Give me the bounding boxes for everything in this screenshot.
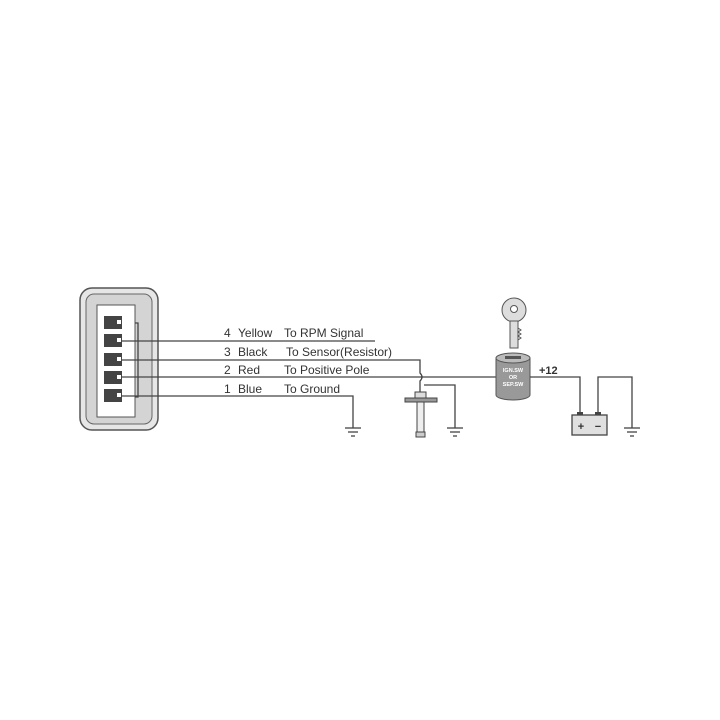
wire-label-4: 4 Yellow To RPM Signal [224, 326, 363, 340]
wire-color: Black [238, 345, 268, 359]
wire-color: Yellow [238, 326, 273, 340]
wire-label-3: 3 Black To Sensor(Resistor) [224, 345, 392, 359]
gauge-connector [79, 287, 159, 431]
key-icon [501, 297, 527, 349]
wire-color: Blue [238, 382, 262, 396]
wire-label-1: 1 Blue To Ground [224, 382, 340, 396]
pin-number: 2 [224, 363, 231, 377]
sensor-icon [404, 391, 438, 438]
switch-label-line2: OR [509, 375, 517, 381]
wire-destination: To Positive Pole [284, 363, 370, 377]
wire-destination: To Ground [284, 382, 340, 396]
pin-number: 4 [224, 326, 231, 340]
wire-color: Red [238, 363, 260, 377]
wire-blue [122, 395, 354, 428]
wire-destination: To RPM Signal [284, 326, 363, 340]
ground-icon [345, 427, 361, 437]
battery-minus: − [595, 421, 601, 433]
battery-plus: + [578, 421, 584, 433]
pin-number: 3 [224, 345, 231, 359]
switch-label-line1: IGN.SW [503, 368, 524, 374]
supply-voltage-label: +12 [539, 365, 558, 377]
battery-icon: + − [571, 412, 608, 436]
wire-destination: To Sensor(Resistor) [286, 345, 392, 359]
ground-icon [447, 427, 463, 437]
ignition-switch: IGN.SW OR SEP.SW [495, 352, 531, 401]
pin-number: 1 [224, 382, 231, 396]
switch-label-line3: SEP.SW [503, 382, 524, 388]
wire-label-2: 2 Red To Positive Pole [224, 363, 370, 377]
ground-icon [624, 427, 640, 437]
wire-black [122, 359, 423, 392]
